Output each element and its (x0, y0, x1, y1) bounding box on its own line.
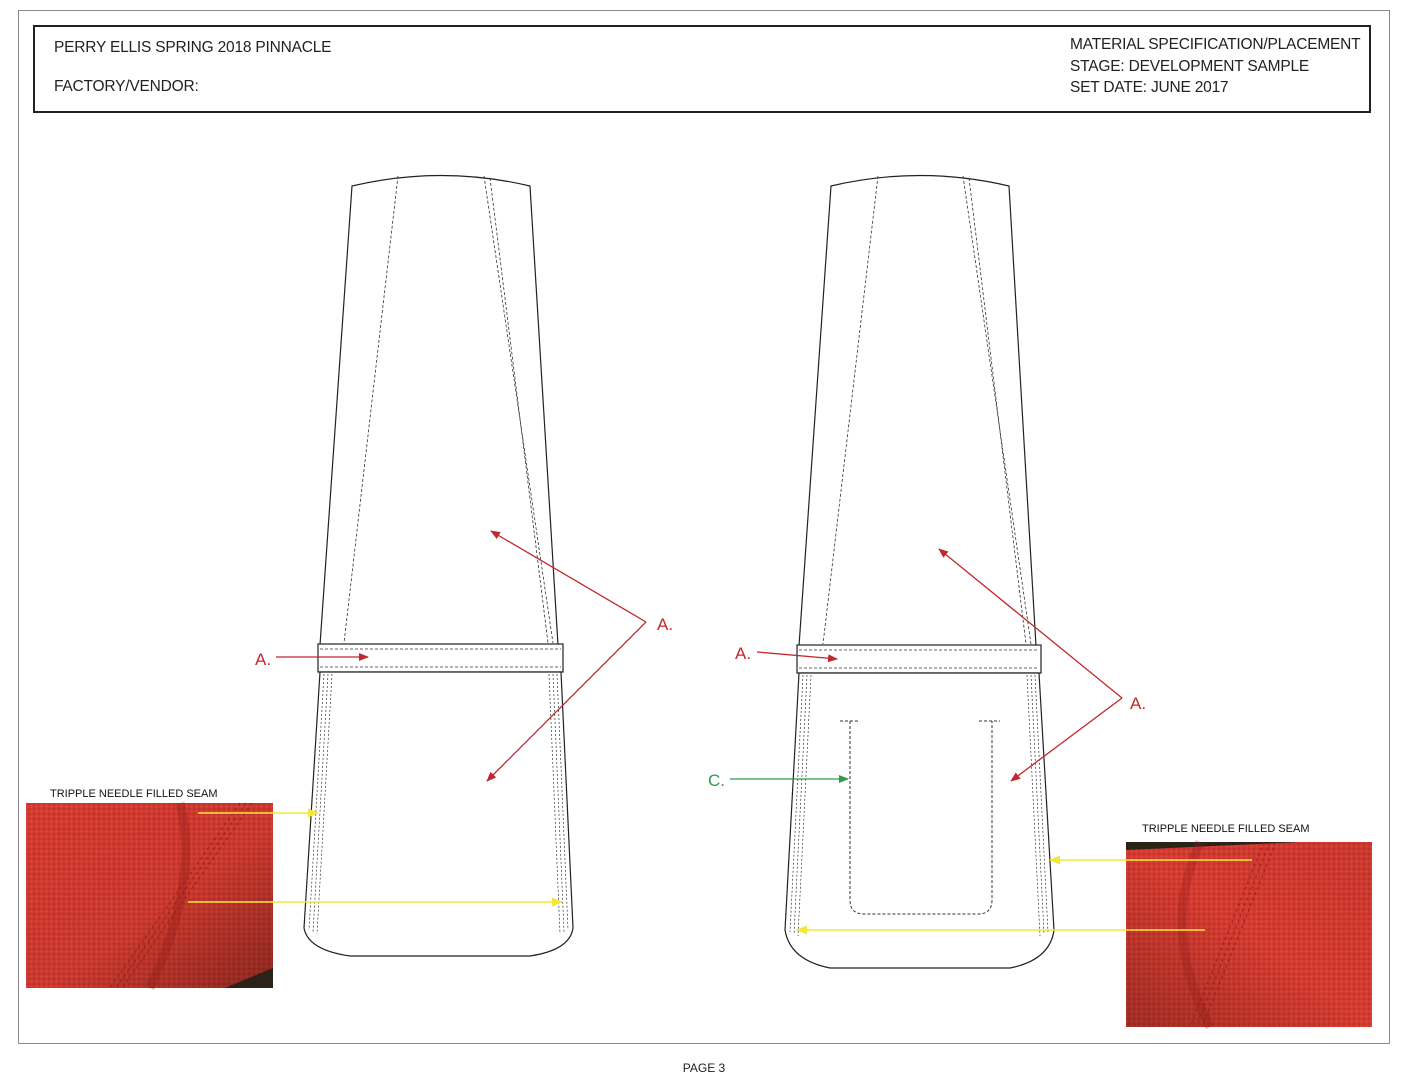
front-triple-seam-right-1 (548, 673, 561, 935)
back-triple-seam-left-1 (789, 674, 804, 933)
back-view: A. A. C. TRIPPLE NEEDLE FILLED SEAM (708, 174, 1372, 1030)
back-pocket (840, 720, 1000, 915)
front-triple-seam-left-3 (316, 673, 333, 935)
front-triple-seam-left-2 (312, 673, 329, 933)
front-fabric-swatch (26, 801, 273, 990)
back-triple-seam-left-2 (793, 674, 808, 935)
front-triple-seam-right-2 (552, 673, 565, 933)
spec-title: MATERIAL SPECIFICATION/PLACEMENT (1070, 36, 1361, 53)
back-triple-seam-right-2 (1030, 674, 1045, 935)
back-upper-seam-right-2 (968, 177, 1027, 645)
front-upper-seam-right (483, 175, 554, 644)
set-date-label: SET DATE: JUNE 2017 (1070, 79, 1229, 96)
front-band-callout-label: A. (255, 650, 271, 669)
stage-label: STAGE: DEVELOPMENT SAMPLE (1070, 58, 1310, 75)
front-upper-seam-left (343, 175, 399, 644)
back-swatch-label: TRIPPLE NEEDLE FILLED SEAM (1142, 823, 1310, 835)
back-lower-callout-arrow (1010, 697, 1123, 782)
front-triple-seam-right-3 (556, 673, 569, 931)
front-panels-callout-label: A. (657, 615, 673, 634)
back-upper-callout-arrow (938, 548, 1123, 699)
front-band (317, 643, 564, 673)
front-lower-panel (303, 671, 574, 957)
front-upper-panel (319, 174, 559, 646)
front-upper-callout-arrow (490, 530, 647, 623)
back-panels-callout-label: A. (1130, 694, 1146, 713)
back-upper-seam-left (822, 175, 879, 645)
front-lower-callout-arrow (486, 621, 647, 782)
back-pocket-callout-label: C. (708, 771, 725, 790)
back-triple-seam-right-3 (1034, 674, 1049, 933)
front-view: A. A. TRIPPLE NEEDLE FILLED SEAM (26, 174, 673, 990)
back-lower-panel (784, 672, 1055, 969)
back-upper-panel (798, 174, 1037, 647)
back-band-callout-arrow (756, 651, 838, 663)
back-triple-seam-left-3 (797, 674, 812, 937)
page-number: PAGE 3 (682, 1061, 726, 1075)
page-frame (18, 10, 1390, 1044)
front-swatch-label: TRIPPLE NEEDLE FILLED SEAM (50, 788, 218, 800)
title-block: PERRY ELLIS SPRING 2018 PINNACLE FACTORY… (33, 25, 1371, 113)
back-upper-seam-right (962, 175, 1032, 645)
back-triple-seam-right-1 (1026, 674, 1041, 937)
back-band-callout-label: A. (735, 644, 751, 663)
front-upper-seam-right-2 (489, 177, 549, 644)
factory-vendor-label: FACTORY/VENDOR: (54, 78, 199, 95)
front-triple-seam-left-1 (308, 673, 325, 931)
back-fabric-swatch (1126, 840, 1372, 1030)
brand-title: PERRY ELLIS SPRING 2018 PINNACLE (54, 39, 332, 56)
